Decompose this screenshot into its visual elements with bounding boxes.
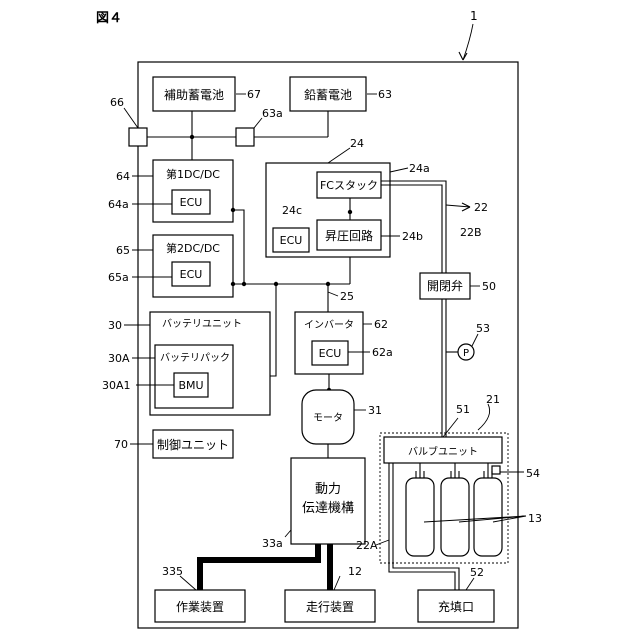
arrow-1 xyxy=(459,52,467,60)
ref-62a: 62a xyxy=(372,346,393,359)
ref-24a: 24a xyxy=(409,162,430,175)
inverter-label: インバータ xyxy=(304,319,354,331)
work-device-label: 作業装置 xyxy=(176,600,224,614)
dcdc1-ecu-label: ECU xyxy=(180,196,203,209)
figure-label: 図４ xyxy=(96,11,122,26)
dcdc2-ecu-label: ECU xyxy=(180,268,203,281)
ref-30A: 30A xyxy=(108,352,130,365)
ref-1: 1 xyxy=(470,9,478,23)
ref-24b: 24b xyxy=(402,230,423,243)
ref-67: 67 xyxy=(247,88,261,101)
boost-circuit-label: 昇圧回路 xyxy=(325,228,373,243)
dcdc2-label: 第2DC/DC xyxy=(166,241,220,255)
ref-62: 62 xyxy=(374,318,388,331)
ref-54: 54 xyxy=(526,467,540,480)
ref-21: 21 xyxy=(486,393,500,406)
ref-64a: 64a xyxy=(108,198,129,211)
junction-dot xyxy=(242,282,246,286)
ref-63: 63 xyxy=(378,88,392,101)
ref-65a: 65a xyxy=(108,271,129,284)
junction-dot xyxy=(231,282,235,286)
ref-13: 13 xyxy=(528,512,542,525)
valve-unit-label: バルブユニット xyxy=(408,445,478,458)
junction-dot xyxy=(190,135,194,139)
lead-battery-label: 鉛蓄電池 xyxy=(304,88,352,102)
hydrogen-tank xyxy=(406,478,434,556)
ref-335: 335 xyxy=(162,565,183,578)
ref-22A: 22A xyxy=(356,539,378,552)
ref-33a: 33a xyxy=(262,537,283,550)
motor-label: モータ xyxy=(313,412,343,424)
pressure-sensor-label: P xyxy=(463,348,469,359)
sensor-54 xyxy=(492,466,500,474)
ref-51: 51 xyxy=(456,403,470,416)
leader-66 xyxy=(124,108,138,128)
leader-1 xyxy=(463,24,473,60)
ref-22: 22 xyxy=(474,201,488,214)
ref-31: 31 xyxy=(368,404,382,417)
ref-50: 50 xyxy=(482,280,496,293)
dcdc1-label: 第1DC/DC xyxy=(166,167,220,181)
ref-70: 70 xyxy=(114,438,128,451)
on-off-valve-label: 開閉弁 xyxy=(427,278,463,293)
aux-battery-label: 補助蓄電池 xyxy=(164,88,224,102)
ref-65: 65 xyxy=(116,244,130,257)
junction-dot xyxy=(274,282,278,286)
power-transmission-label-2: 伝達機構 xyxy=(302,501,354,516)
battery-unit-label: バッテリユニット xyxy=(162,318,242,330)
power-transmission-label-1: 動力 xyxy=(315,482,341,497)
battery-pack-label: バッテリパック xyxy=(160,352,230,364)
bmu-label: BMU xyxy=(178,379,203,392)
fc-stack-label: FCスタック xyxy=(320,179,378,192)
inverter-ecu-label: ECU xyxy=(319,347,342,360)
junction-dot xyxy=(326,282,330,286)
hydrogen-tank xyxy=(474,478,502,556)
ref-64: 64 xyxy=(116,170,130,183)
ref-22B: 22B xyxy=(460,226,482,239)
ref-63a: 63a xyxy=(262,107,283,120)
ref-24: 24 xyxy=(350,137,364,150)
ref-30: 30 xyxy=(108,319,122,332)
hydrogen-tank xyxy=(441,478,469,556)
fc-ecu-label: ECU xyxy=(280,234,303,247)
connector-66 xyxy=(129,128,147,146)
junction-dot xyxy=(348,210,352,214)
ref-25: 25 xyxy=(340,290,354,303)
junction-dot xyxy=(231,208,235,212)
ref-52: 52 xyxy=(470,566,484,579)
ref-66: 66 xyxy=(110,96,124,109)
ref-12: 12 xyxy=(348,565,362,578)
control-unit-label: 制御ユニット xyxy=(157,437,229,452)
filling-port-label: 充填口 xyxy=(438,599,474,614)
travel-device-label: 走行装置 xyxy=(306,600,354,614)
ref-30A1: 30A1 xyxy=(102,379,131,392)
ref-24c: 24c xyxy=(282,204,302,217)
ref-53: 53 xyxy=(476,322,490,335)
relay-63a xyxy=(236,128,254,146)
